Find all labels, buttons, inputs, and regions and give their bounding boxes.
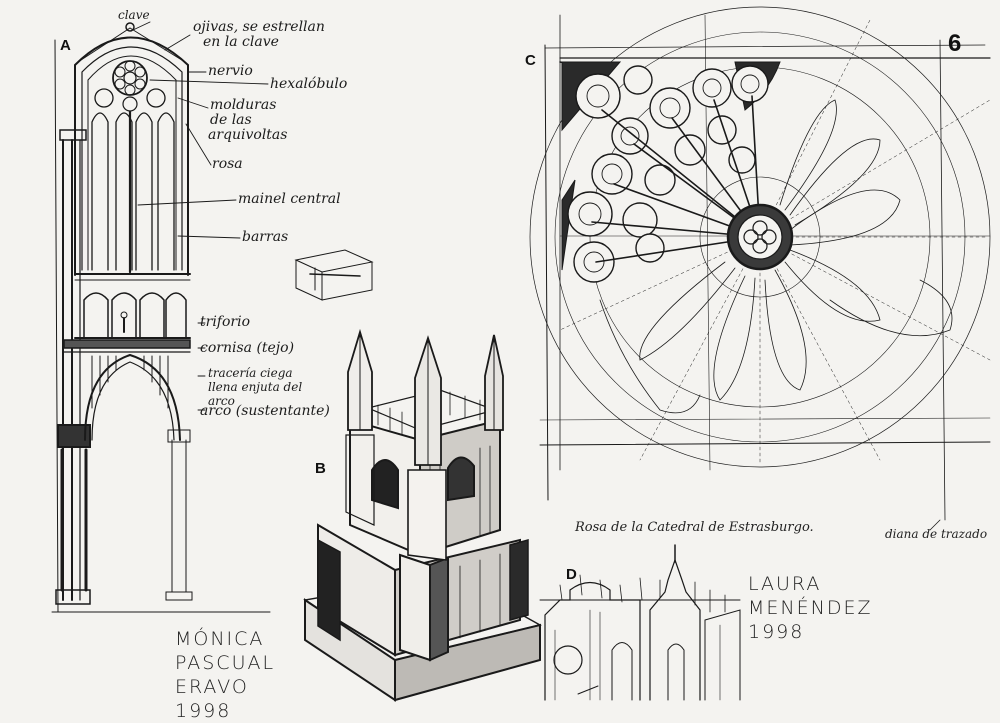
label-arco: arco (sustentante) (200, 403, 330, 419)
signature-laura-menendez: LAURA MENÉNDEZ 1998 (748, 573, 873, 643)
label-ojivas-1: ojivas, se estrellan (193, 19, 325, 35)
label-mainel: mainel central (238, 191, 341, 207)
label-molduras-3: arquivoltas (208, 127, 288, 143)
sketch-c-rose-window (529, 6, 991, 531)
label-nervio: nervio (208, 63, 253, 79)
label-molduras-2: de las (210, 112, 252, 128)
letter-c: C (525, 52, 536, 69)
letter-d: D (566, 566, 577, 583)
page-number: 6 (948, 30, 962, 57)
signature-monica-pascual-eravo: MÓNICA PASCUAL ERAVO 1998 (175, 628, 276, 722)
label-barras: barras (242, 229, 289, 245)
label-molduras-1: molduras (210, 97, 277, 113)
sketch-b-buttress-isometric (303, 328, 542, 702)
label-cornisa: cornisa (tejo) (200, 340, 295, 356)
label-clave: clave (118, 8, 150, 22)
label-traceria-1: tracería ciega (208, 366, 293, 380)
label-rosa: rosa (212, 156, 243, 172)
label-hexalobulo: hexalóbulo (270, 76, 348, 92)
label-triforio: triforio (200, 314, 251, 330)
caption-diana-de-trazado: diana de trazado (885, 527, 988, 541)
letter-a: A (60, 37, 71, 54)
sketch-d-cathedral-skyline (539, 544, 741, 701)
letter-b: B (315, 460, 326, 477)
caption-rosa-estrasburgo: Rosa de la Catedral de Estrasburgo. (575, 520, 814, 535)
sketch-a-bay-elevation (51, 21, 374, 613)
label-traceria-2: llena enjuta del (208, 380, 303, 394)
label-ojivas-2: en la clave (203, 34, 279, 50)
label-traceria-3: arco (208, 394, 235, 408)
